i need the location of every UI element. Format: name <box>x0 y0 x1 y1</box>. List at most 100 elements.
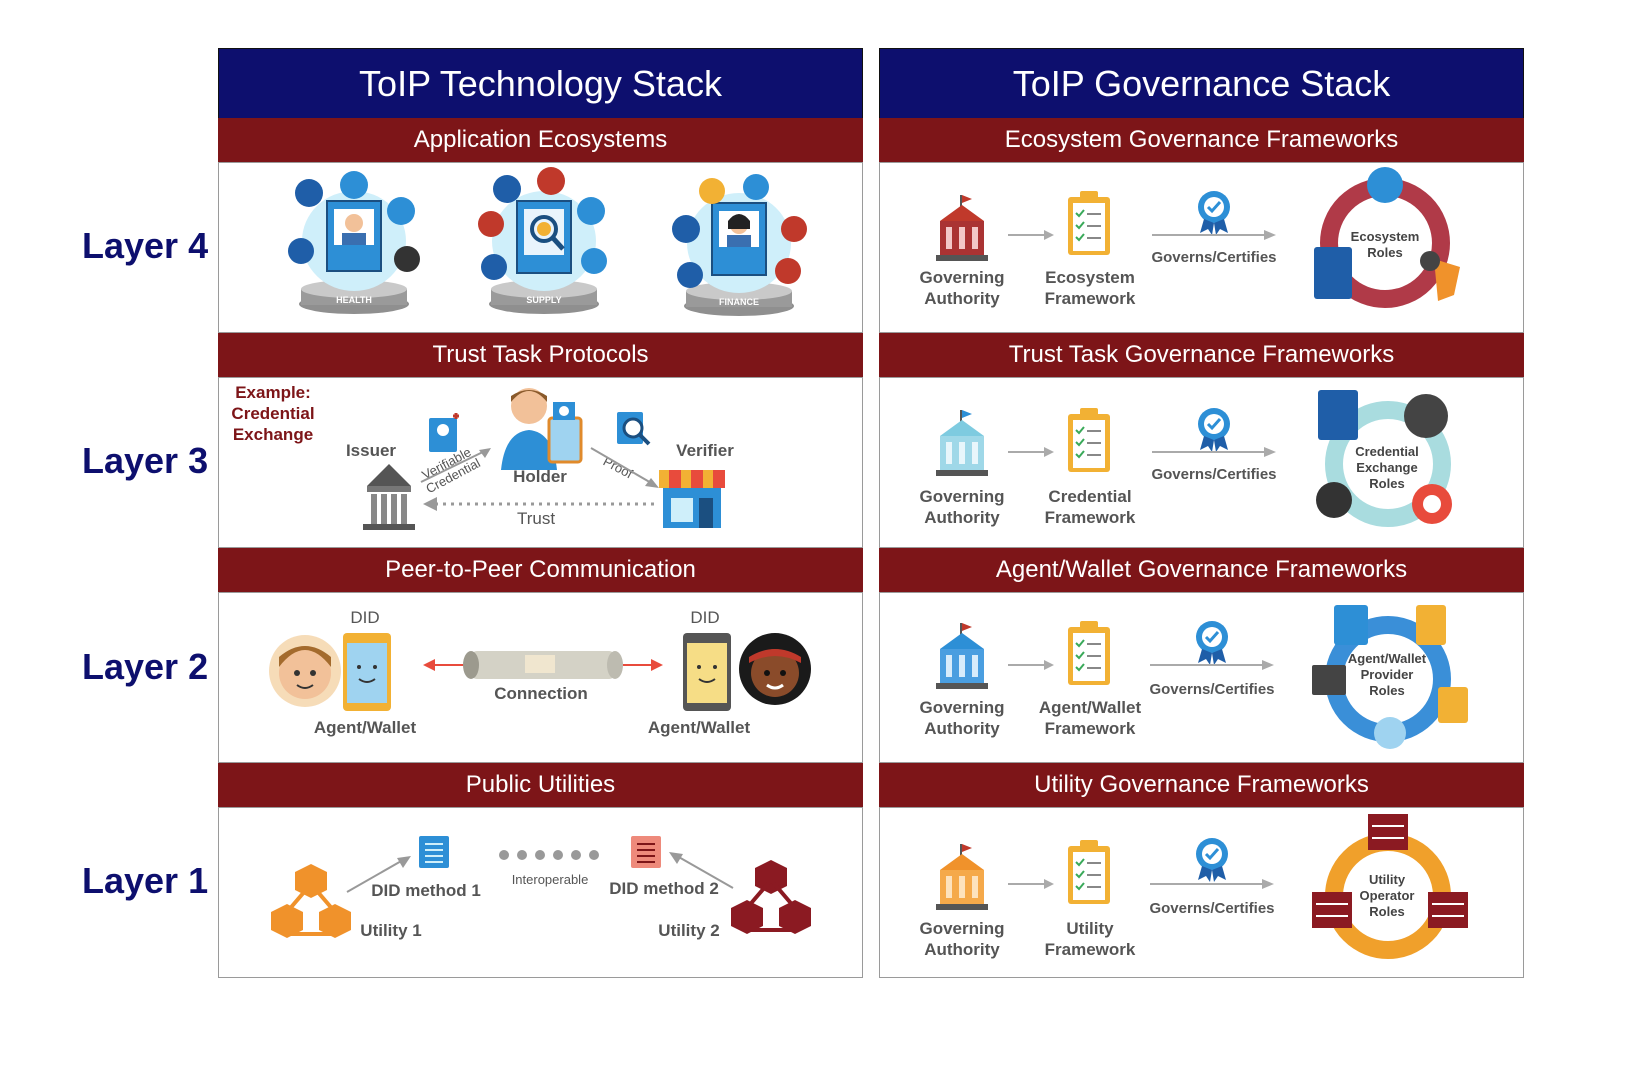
utility-1-blocks-icon <box>271 864 351 938</box>
certification-badge-icon <box>1198 191 1230 235</box>
credential-exchange-roles-cycle-icon <box>1316 390 1452 527</box>
certification-badge-icon <box>1198 408 1230 452</box>
credential-exchange-roles-label: Credential Exchange Roles <box>1355 444 1419 491</box>
connection-pipe-icon <box>423 651 663 679</box>
utility-1-arrow <box>346 856 411 893</box>
proof-check-icon <box>617 412 651 446</box>
hub-label-health: HEALTH <box>336 295 372 305</box>
peer-to-peer-header: Peer-to-Peer Communication <box>218 548 863 592</box>
governing-authority-label: Governing Authority <box>919 698 1005 738</box>
holder-person-icon <box>501 388 583 470</box>
certification-badge-icon <box>1196 621 1228 665</box>
agent-wallet-left-icon <box>269 633 391 711</box>
ecosystem-governance-panel: Governing Authority Ecosystem Framework … <box>879 162 1524 333</box>
agent-wallet-left-label: Agent/Wallet <box>313 718 417 737</box>
governs-certifies-label: Governs/Certifies <box>1149 681 1275 698</box>
governing-authority-label: Governing Authority <box>919 268 1005 308</box>
governs-arrow <box>1150 879 1274 889</box>
utility-1-label: Utility 1 <box>360 921 422 940</box>
hub-label-supply: SUPPLY <box>526 295 562 305</box>
issuer-label: Issuer <box>345 441 397 460</box>
authority-to-framework-arrow <box>1008 879 1054 889</box>
trust-dashed-arrow <box>423 497 657 511</box>
did-right-label: DID <box>690 608 720 627</box>
connection-label: Connection <box>494 684 588 703</box>
ecosystem-roles-cycle-icon <box>1314 167 1460 308</box>
agent-wallet-governance-panel: Governing Authority Agent/Wallet Framewo… <box>879 592 1524 763</box>
governing-authority-label: Governing Authority <box>919 919 1005 959</box>
trust-task-governance-panel: Governing Authority Credential Framework… <box>879 377 1524 548</box>
issuer-to-holder-arrow <box>420 448 491 483</box>
technology-stack-title: ToIP Technology Stack <box>218 48 863 120</box>
utility-operator-roles-label: Utility Operator Roles <box>1359 872 1415 919</box>
framework-clipboard-icon <box>1068 408 1110 472</box>
utility-operator-roles-cycle-icon <box>1312 814 1468 959</box>
framework-clipboard-icon <box>1068 840 1110 904</box>
utility-2-arrow <box>669 852 734 889</box>
did-method-2-label: DID method 2 <box>609 879 719 898</box>
finance-ecosystem-icon: FINANCE <box>664 171 814 321</box>
governing-authority-building-icon <box>936 844 988 910</box>
did-left-label: DID <box>350 608 380 627</box>
governing-authority-building-icon <box>936 195 988 261</box>
layer-3-label: Layer 3 <box>82 440 209 481</box>
peer-to-peer-panel: DID Agent/Wallet Connection DID Agent/Wa… <box>218 592 863 763</box>
governs-arrow <box>1152 447 1276 457</box>
public-utilities-panel: Utility 1 DID method 1 Interoperable DID… <box>218 807 863 978</box>
application-ecosystems-panel: HEALTH SUPPLY <box>218 162 863 333</box>
did-method-1-doc-icon <box>419 836 449 868</box>
public-utilities-header: Public Utilities <box>218 763 863 807</box>
ecosystem-roles-label: Ecosystem Roles <box>1350 229 1420 260</box>
layer-1-label: Layer 1 <box>82 860 209 901</box>
utility-framework-label: Utility Framework <box>1044 919 1136 959</box>
ecosystem-framework-label: Ecosystem Framework <box>1044 268 1136 308</box>
agent-wallet-right-label: Agent/Wallet <box>647 718 751 737</box>
utility-governance-panel: Governing Authority Utility Framework Go… <box>879 807 1524 978</box>
certification-badge-icon <box>1196 838 1228 882</box>
did-method-2-doc-icon <box>631 836 661 868</box>
authority-to-framework-arrow <box>1008 447 1054 457</box>
application-ecosystems-header: Application Ecosystems <box>218 118 863 162</box>
governing-authority-building-icon <box>936 623 988 689</box>
did-method-1-label: DID method 1 <box>371 881 481 900</box>
governing-authority-label: Governing Authority <box>919 487 1005 527</box>
framework-clipboard-icon <box>1068 191 1110 255</box>
governing-authority-building-icon <box>936 410 988 476</box>
hub-label-finance: FINANCE <box>719 297 759 307</box>
framework-clipboard-icon <box>1068 621 1110 685</box>
layer-2-label: Layer 2 <box>82 646 209 687</box>
verifier-store-icon <box>659 470 725 528</box>
interoperable-dots <box>499 850 599 860</box>
health-ecosystem-icon: HEALTH <box>279 171 429 321</box>
agent-wallet-right-icon <box>683 633 811 711</box>
authority-to-framework-arrow <box>1008 230 1054 240</box>
authority-to-framework-arrow <box>1008 660 1054 670</box>
credential-framework-label: Credential Framework <box>1044 487 1136 527</box>
holder-label: Holder <box>513 467 567 486</box>
utility-2-label: Utility 2 <box>658 921 720 940</box>
holder-to-verifier-arrow <box>590 447 659 488</box>
governs-arrow <box>1152 230 1276 240</box>
agent-wallet-provider-roles-label: Agent/Wallet Provider Roles <box>1347 651 1427 698</box>
verifier-label: Verifier <box>676 441 734 460</box>
governs-certifies-label: Governs/Certifies <box>1151 466 1277 483</box>
governance-stack-title: ToIP Governance Stack <box>879 48 1524 120</box>
issuer-building-icon <box>363 464 415 530</box>
supply-ecosystem-icon: SUPPLY <box>469 167 619 319</box>
ecosystem-governance-header: Ecosystem Governance Frameworks <box>879 118 1524 162</box>
governs-certifies-label: Governs/Certifies <box>1149 900 1275 917</box>
trust-task-governance-header: Trust Task Governance Frameworks <box>879 333 1524 377</box>
credential-icon <box>429 413 459 452</box>
agent-wallet-provider-roles-cycle-icon <box>1312 605 1468 749</box>
agent-wallet-governance-header: Agent/Wallet Governance Frameworks <box>879 548 1524 592</box>
trust-label: Trust <box>516 509 556 528</box>
trust-task-protocols-panel: Example: Credential Exchange Issuer Veri… <box>218 377 863 548</box>
trust-task-protocols-header: Trust Task Protocols <box>218 333 863 377</box>
governs-certifies-label: Governs/Certifies <box>1151 249 1277 266</box>
agent-wallet-framework-label: Agent/Wallet Framework <box>1038 698 1142 738</box>
governs-arrow <box>1150 660 1274 670</box>
example-credential-exchange: Example: Credential Exchange <box>231 383 315 444</box>
utility-governance-header: Utility Governance Frameworks <box>879 763 1524 807</box>
layer-4-label: Layer 4 <box>82 225 209 266</box>
interoperable-label: Interoperable <box>511 872 589 887</box>
